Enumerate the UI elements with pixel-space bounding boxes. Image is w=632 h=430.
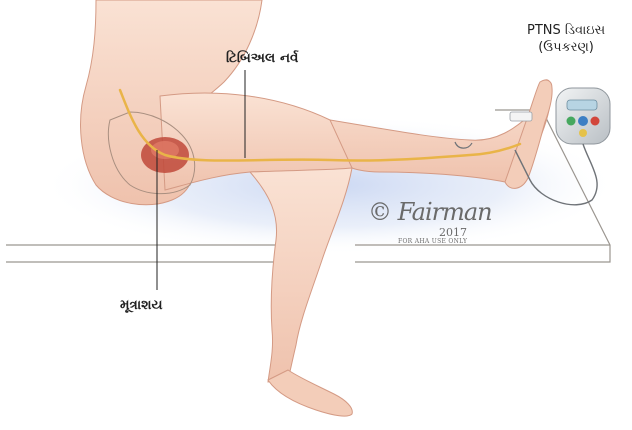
ptns-device (556, 88, 610, 144)
hanging-foot (268, 370, 352, 416)
bladder-label: મૂત્રાશય (120, 297, 163, 314)
signature-note: FOR AHA USE ONLY (398, 238, 467, 245)
device-button-green (567, 117, 576, 126)
artist-signature: © Fairman (368, 198, 492, 226)
device-button-red (591, 117, 600, 126)
ptns-device-label: PTNS ડિવાઇસ (ઉપકરણ) (527, 22, 605, 56)
device-button-yellow (579, 129, 587, 137)
device-button-blue (578, 116, 588, 126)
tibial-nerve-label: ટિબિઅલ નર્વ (226, 50, 298, 67)
ptns-device-label-line1: PTNS ડિવાઇસ (527, 22, 605, 39)
electrode (510, 112, 532, 121)
ptns-device-label-line2: (ઉપકરણ) (527, 39, 605, 56)
